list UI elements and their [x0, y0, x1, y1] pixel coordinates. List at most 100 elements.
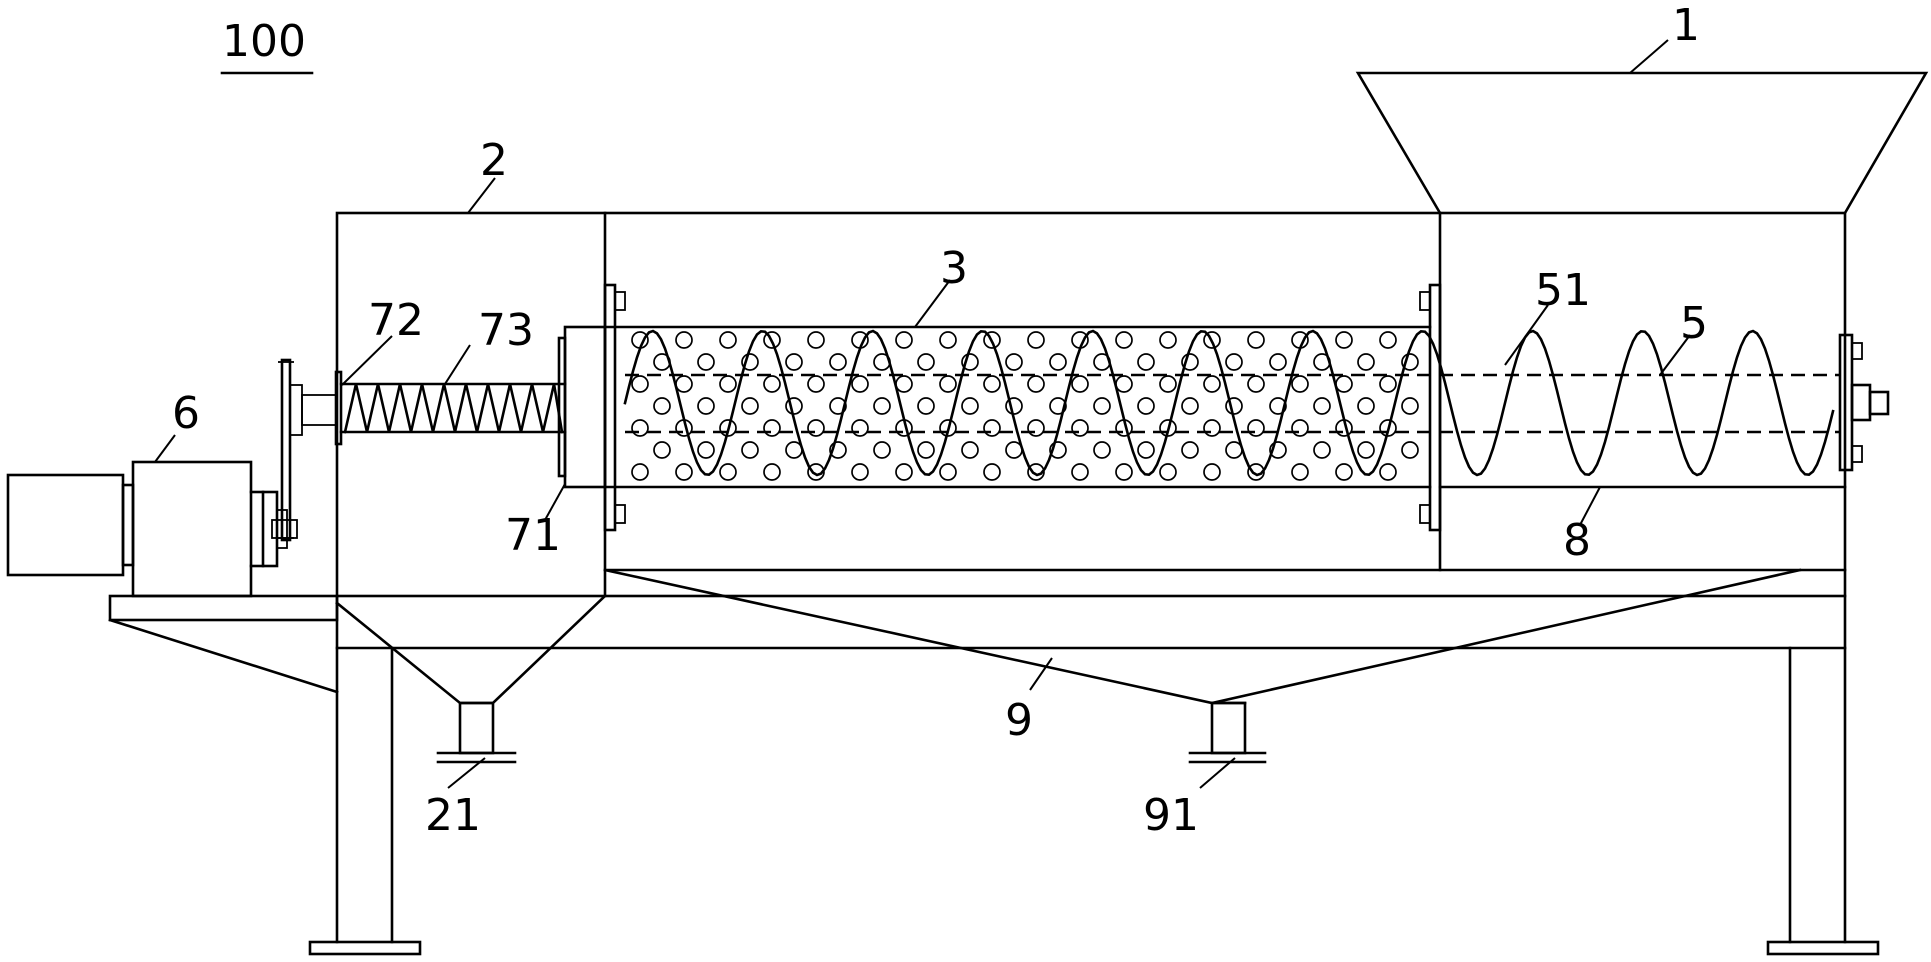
screen-hole [807, 463, 825, 481]
screen-hole [807, 331, 825, 349]
screen-hole [1335, 375, 1353, 393]
reference-labels: 1 2 3 5 51 6 71 72 73 8 9 91 21 [172, 0, 1708, 841]
label-hopper: 1 [1672, 0, 1700, 51]
screen-hole [1093, 397, 1111, 415]
screen-hole [829, 397, 847, 415]
pressure-plate [557, 325, 607, 489]
housing [335, 211, 1847, 650]
screen-hole [1049, 441, 1067, 459]
screen-hole [807, 419, 825, 437]
screen-hole [741, 353, 759, 371]
screen-hole [697, 441, 715, 459]
screen-hole [1159, 463, 1177, 481]
screw-shaft [625, 373, 1840, 434]
screen-hole [1115, 375, 1133, 393]
collecting-hopper [603, 568, 1802, 705]
screen-hole [1005, 353, 1023, 371]
screen-hole [741, 397, 759, 415]
screen-hole [1379, 331, 1397, 349]
screen-hole [1159, 331, 1177, 349]
screen-hole [1247, 331, 1265, 349]
screen-hole [1401, 397, 1419, 415]
screen-hole [895, 375, 913, 393]
screen-hole [1137, 397, 1155, 415]
screen-hole [1093, 441, 1111, 459]
screen-hole [917, 397, 935, 415]
screen-drum [603, 325, 1432, 489]
screen-hole [1203, 463, 1221, 481]
figure-number: 100 [222, 16, 306, 67]
screen-hole [1027, 463, 1045, 481]
screen-hole [1137, 353, 1155, 371]
screen-hole [1115, 463, 1133, 481]
label-motor: 6 [172, 388, 200, 439]
label-shaft-sleeve: 72 [368, 295, 424, 346]
label-spring: 73 [478, 305, 534, 356]
residue-hopper [335, 594, 607, 705]
screen-hole [917, 441, 935, 459]
screen-hole [1291, 463, 1309, 481]
label-collecting-hopper: 9 [1005, 695, 1033, 746]
screen-hole [631, 419, 649, 437]
residue-outlet [436, 701, 517, 764]
screen-hole [939, 463, 957, 481]
screen-hole [1379, 419, 1397, 437]
label-residue-outlet: 21 [425, 790, 481, 841]
collecting-outlet [1188, 701, 1267, 764]
screen-hole [785, 353, 803, 371]
motor [6, 460, 298, 598]
screen-hole [807, 375, 825, 393]
screen-hole [741, 441, 759, 459]
drum-right-flange [1419, 283, 1442, 532]
screen-hole [1247, 463, 1265, 481]
screen-hole [1027, 375, 1045, 393]
label-screw-conveyor: 5 [1680, 298, 1708, 349]
chain-drive [278, 358, 337, 542]
label-pressure-plate: 71 [505, 510, 561, 561]
screen-hole [939, 331, 957, 349]
leader-lines [154, 39, 1691, 789]
screen-hole [829, 353, 847, 371]
screen-hole [763, 375, 781, 393]
motor-bracket [108, 594, 339, 694]
screen-hole [917, 353, 935, 371]
spring [343, 383, 564, 434]
screen-hole [829, 441, 847, 459]
screen-hole [1203, 331, 1221, 349]
screen-hole [1269, 397, 1287, 415]
screen-hole [1357, 353, 1375, 371]
screen-hole [675, 331, 693, 349]
label-trough: 8 [1563, 515, 1591, 566]
screen-hole [1071, 375, 1089, 393]
screen-hole [939, 375, 957, 393]
screen-hole [1291, 419, 1309, 437]
screen-hole [1159, 419, 1177, 437]
screen-hole [1071, 419, 1089, 437]
screen-hole [1269, 441, 1287, 459]
screen-hole [1313, 397, 1331, 415]
screen-hole [1137, 441, 1155, 459]
screen-hole [1181, 397, 1199, 415]
screen-hole [1225, 353, 1243, 371]
label-housing: 2 [480, 135, 508, 186]
screen-hole [873, 441, 891, 459]
screen-hole [1247, 419, 1265, 437]
screen-hole [1379, 463, 1397, 481]
screen-hole [1181, 441, 1199, 459]
screw-blade [623, 329, 1835, 477]
screen-hole [1049, 353, 1067, 371]
screen-hole [961, 397, 979, 415]
screen-hole [653, 397, 671, 415]
screen-hole [1027, 419, 1045, 437]
screen-hole [961, 441, 979, 459]
screen-hole [983, 419, 1001, 437]
feed-hopper [1355, 71, 1929, 215]
screen-hole [851, 419, 869, 437]
right-bearing [1838, 333, 1890, 472]
screen-hole [763, 463, 781, 481]
screen-hole [1049, 397, 1067, 415]
screen-hole [983, 375, 1001, 393]
screen-hole [719, 463, 737, 481]
screen-hole [1335, 331, 1353, 349]
